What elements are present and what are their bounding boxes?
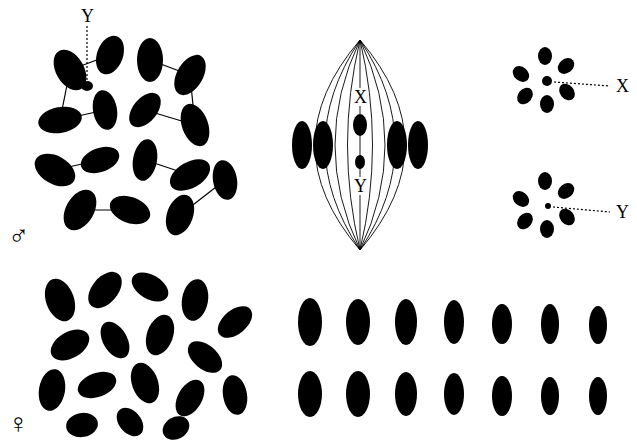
chromosome — [555, 180, 578, 202]
spindle-fibre — [335, 40, 360, 250]
spindle-chromosomes — [292, 114, 428, 169]
chromosome — [555, 55, 578, 77]
chromosome — [127, 267, 174, 308]
chromosome — [90, 88, 121, 132]
leader-line — [86, 26, 87, 80]
chromosome — [444, 300, 464, 344]
chromosome — [589, 306, 607, 344]
chromosome — [179, 277, 212, 323]
y-chromosome — [81, 81, 93, 91]
chromosome — [130, 137, 161, 183]
chromosome — [39, 275, 80, 326]
chromosome — [158, 411, 193, 444]
spindle — [292, 40, 428, 250]
chromosome — [123, 87, 167, 133]
chromosome — [298, 298, 322, 346]
y-chromosome — [545, 203, 551, 209]
chromosome — [182, 335, 228, 379]
chromosome — [541, 304, 559, 344]
chromosome — [45, 323, 94, 367]
chromosome — [298, 371, 322, 417]
x-chromosome — [542, 76, 552, 86]
chromosome — [395, 299, 417, 345]
chromosome — [82, 266, 129, 315]
chromosome — [175, 100, 214, 150]
chromosome — [408, 121, 428, 169]
chromosome — [313, 121, 333, 169]
chromosome — [346, 299, 370, 345]
leader-line — [554, 82, 610, 86]
spindle-fibre — [348, 40, 361, 250]
chromosome — [514, 85, 536, 108]
karyotype — [298, 298, 607, 417]
chromosome — [212, 300, 258, 344]
chromosome — [510, 63, 533, 85]
chromosome — [74, 367, 120, 403]
chromosome — [64, 410, 100, 439]
chromosome — [126, 359, 165, 407]
chromosome — [541, 377, 559, 415]
chromosome — [346, 371, 370, 417]
male-metaphase-plate — [29, 26, 240, 239]
chromosome — [29, 147, 81, 193]
chromosome — [106, 191, 154, 230]
chromosome — [514, 210, 536, 233]
chromosome — [168, 49, 213, 100]
sex-symbol: ♂ — [7, 222, 30, 250]
chromosome-label: X — [353, 88, 368, 106]
sex-symbol: ♀ — [7, 410, 30, 438]
spindle-fibre — [360, 40, 373, 250]
chromosome — [220, 373, 251, 417]
chromosome — [540, 220, 554, 238]
chromosome — [444, 373, 464, 415]
chromosome — [36, 367, 69, 413]
chromosome — [540, 95, 554, 113]
female-metaphase-plate — [36, 266, 258, 445]
leader-line — [553, 207, 610, 212]
rosette-x — [510, 47, 610, 113]
chromosome-label: Y — [615, 203, 630, 221]
chromosome — [95, 317, 136, 364]
chromosome — [170, 375, 211, 422]
rosette-y — [510, 172, 610, 238]
chromosome — [47, 44, 93, 96]
chromosome — [36, 103, 84, 136]
chromosome — [141, 311, 180, 359]
chromosome — [395, 372, 417, 416]
chromosome — [164, 153, 215, 198]
chromosome — [91, 32, 129, 78]
chromosome — [161, 191, 200, 239]
chromosome — [292, 121, 312, 169]
chromosome — [492, 304, 512, 344]
spindle-fibre — [360, 40, 385, 250]
spindle-fibre — [360, 40, 361, 250]
chromosome — [387, 121, 407, 169]
chromosome — [492, 376, 512, 416]
x-chromosome — [353, 114, 367, 136]
chromosome — [57, 184, 103, 236]
chromosome — [538, 172, 552, 190]
chromosome — [589, 377, 607, 415]
chromosome-label: Y — [80, 7, 95, 25]
chromosome — [137, 38, 163, 82]
chromosome — [510, 188, 533, 210]
y-chromosome — [355, 155, 365, 169]
chromosome — [111, 403, 148, 442]
chromosome — [538, 47, 552, 65]
chromosome-label: X — [615, 77, 630, 95]
chromosome-label: Y — [353, 177, 368, 195]
chromosome — [210, 158, 241, 202]
chromosome — [77, 142, 123, 178]
